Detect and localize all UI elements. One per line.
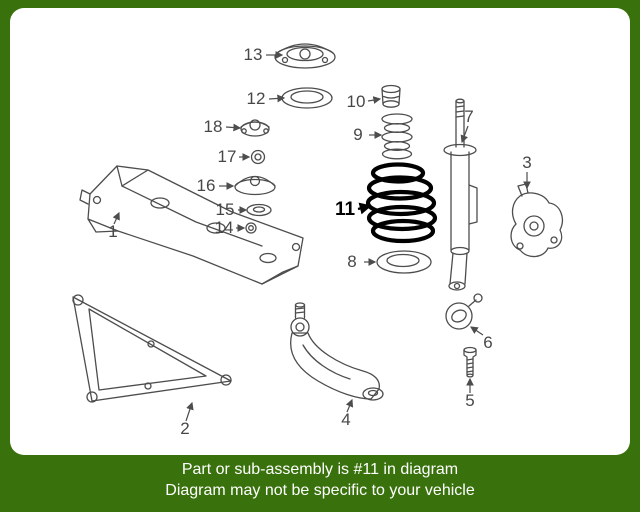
part-label-9: 9	[353, 125, 363, 144]
part-label-15: 15	[215, 200, 235, 219]
part-9-dust-boot	[381, 113, 413, 160]
part-label-7: 7	[464, 107, 474, 126]
part-label-14: 14	[214, 218, 234, 237]
banner-line-1: Part or sub-assembly is #11 in diagram	[181, 461, 459, 478]
part-label-8: 8	[347, 252, 357, 271]
part-6-bushing-eyelet	[445, 293, 483, 330]
part-16-strut-mount	[234, 175, 276, 196]
disclaimer-banner: Part or sub-assembly is #11 in diagram D…	[0, 459, 640, 501]
part-label-13: 13	[243, 45, 263, 64]
diagram-card-background	[10, 8, 630, 455]
part-label-10: 10	[346, 92, 366, 111]
part-4-control-arm	[290, 302, 384, 401]
part-8-spring-seat	[376, 250, 432, 274]
banner-line-2: Diagram may not be specific to your vehi…	[165, 482, 475, 499]
part-label-12: 12	[246, 89, 266, 108]
part-label-11-highlighted: 11	[334, 199, 356, 220]
part-13-strut-mount-cap	[274, 43, 336, 69]
part-2-triangle-brace	[72, 294, 232, 403]
part-label-2: 2	[180, 419, 190, 438]
leader-lines	[112, 51, 531, 422]
part-label-3: 3	[522, 153, 532, 172]
part-5-bolt	[463, 346, 477, 378]
part-1-subframe-crossmember	[79, 165, 304, 285]
part-label-6: 6	[483, 333, 493, 352]
part-label-4: 4	[341, 410, 351, 429]
part-label-1: 1	[108, 222, 118, 241]
part-label-16: 16	[196, 176, 216, 195]
part-label-18: 18	[203, 117, 223, 136]
part-11-coil-spring	[365, 162, 438, 244]
part-7-strut	[443, 98, 478, 291]
leader-line-11-highlight	[357, 202, 372, 215]
part-14-nut	[245, 222, 257, 234]
part-label-5: 5	[465, 391, 475, 410]
part-17-nut	[250, 149, 266, 165]
part-10-bump-stop	[381, 84, 401, 108]
part-label-17: 17	[217, 147, 237, 166]
